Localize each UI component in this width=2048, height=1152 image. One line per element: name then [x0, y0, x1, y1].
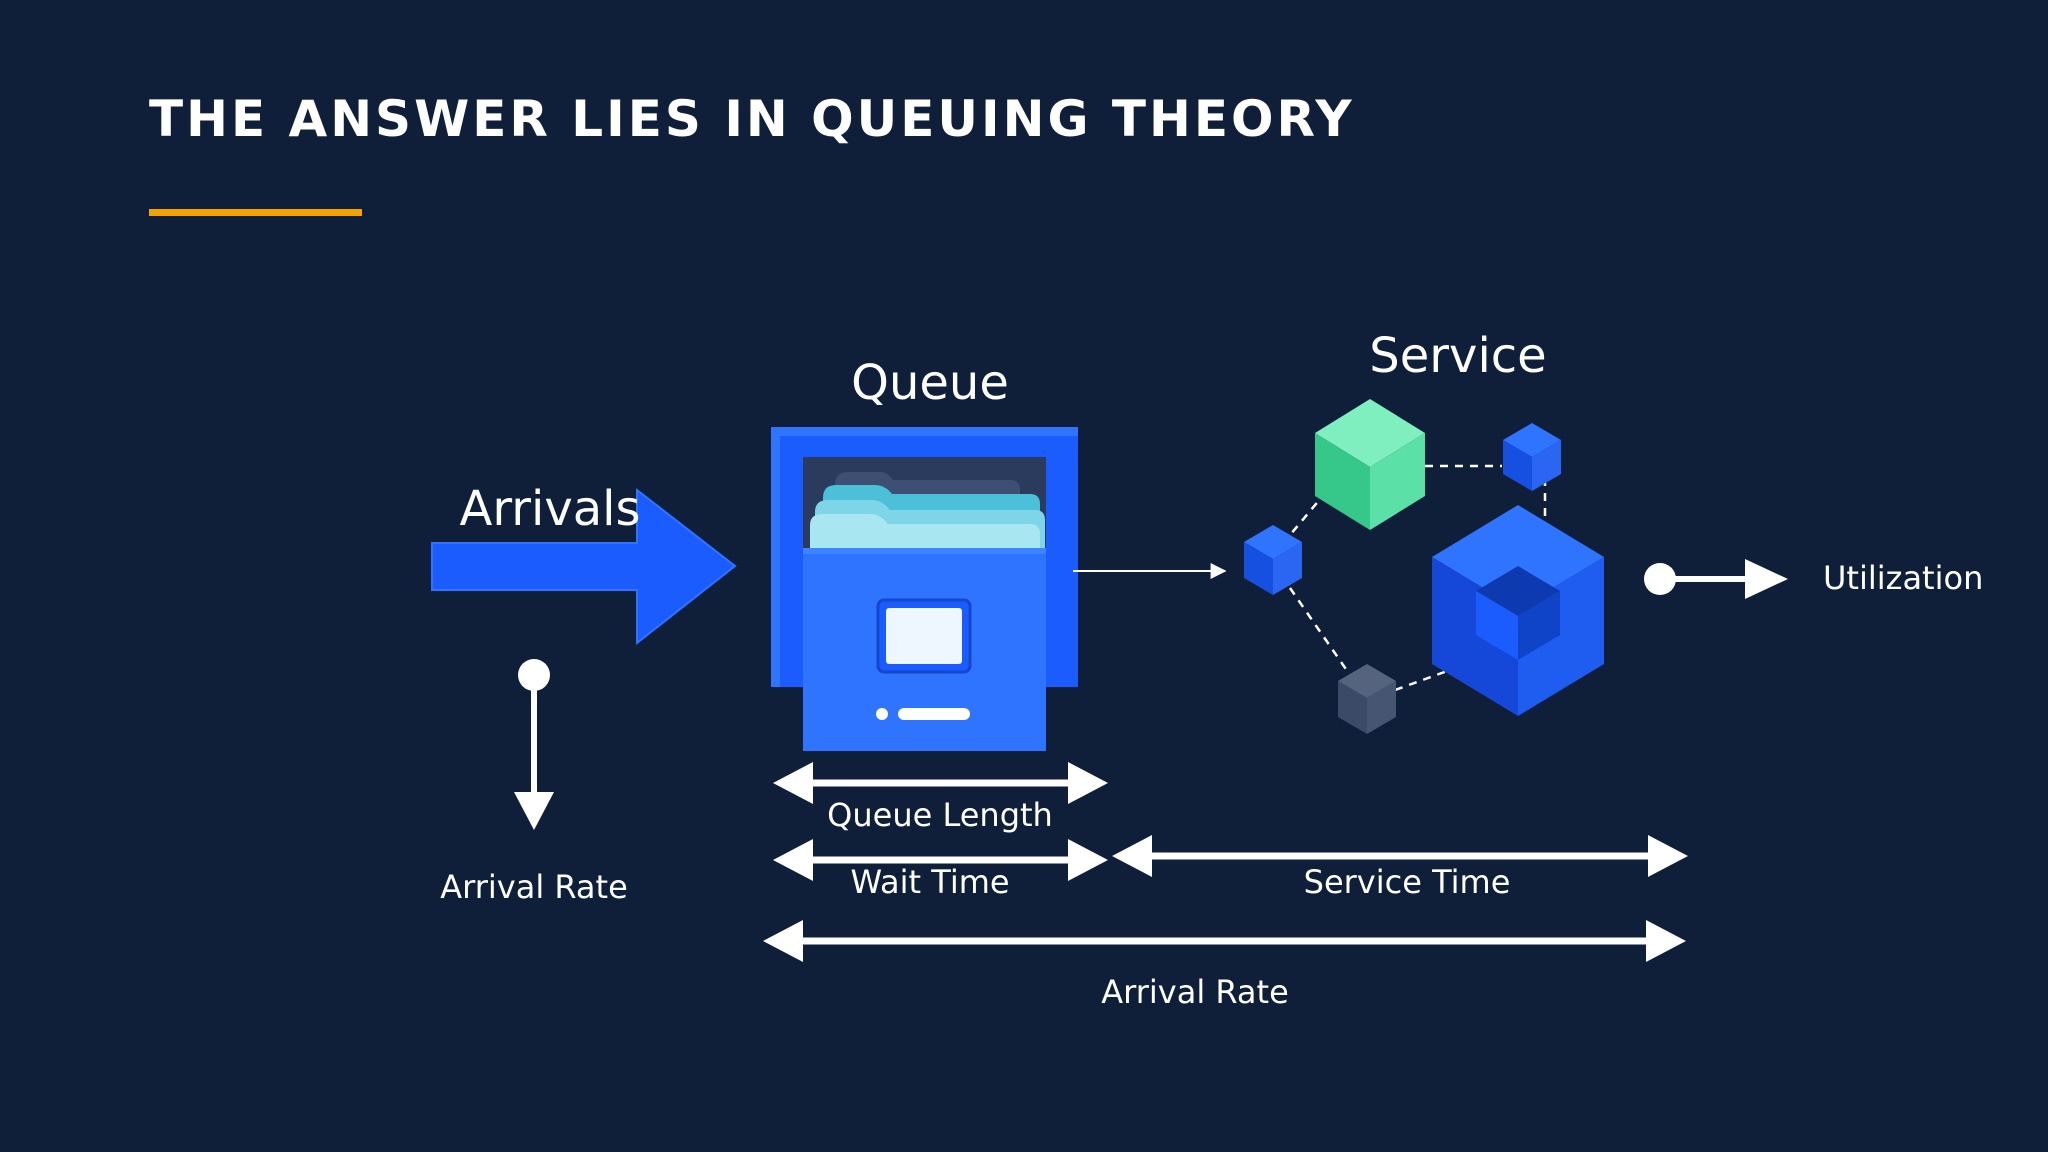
green-cube-icon — [1315, 399, 1425, 530]
title-underline — [149, 209, 362, 216]
arrival-rate-left-label: Arrival Rate — [440, 868, 628, 906]
service-label: Service — [1369, 328, 1546, 384]
wait-time-label: Wait Time — [850, 863, 1009, 901]
service-time-label: Service Time — [1304, 863, 1511, 901]
slide-title: THE ANSWER LIES IN QUEUING THEORY — [149, 90, 1355, 148]
arrivals-label: Arrivals — [460, 481, 641, 537]
arrival-rate-bottom-label: Arrival Rate — [1101, 973, 1289, 1011]
utilization-arrow — [1644, 559, 1788, 599]
utilization-label: Utilization — [1823, 559, 1983, 597]
small-blue-cube-left-icon — [1244, 525, 1302, 595]
queue-label: Queue — [851, 355, 1009, 411]
arrivals-arrow-icon — [431, 487, 737, 646]
big-blue-cube-icon — [1432, 505, 1604, 716]
queue-length-label: Queue Length — [827, 796, 1053, 834]
arrival-rate-down-arrow — [514, 659, 554, 830]
grey-cube-icon — [1338, 664, 1396, 734]
queue-length-double-arrow — [773, 762, 1108, 804]
service-time-double-arrow — [1112, 835, 1688, 877]
file-cabinet-icon — [771, 427, 1078, 751]
arrival-rate-double-arrow — [763, 920, 1686, 962]
small-blue-cube-icon — [1503, 423, 1561, 491]
wait-time-double-arrow — [773, 839, 1108, 881]
cube-network-icon — [1244, 399, 1604, 734]
